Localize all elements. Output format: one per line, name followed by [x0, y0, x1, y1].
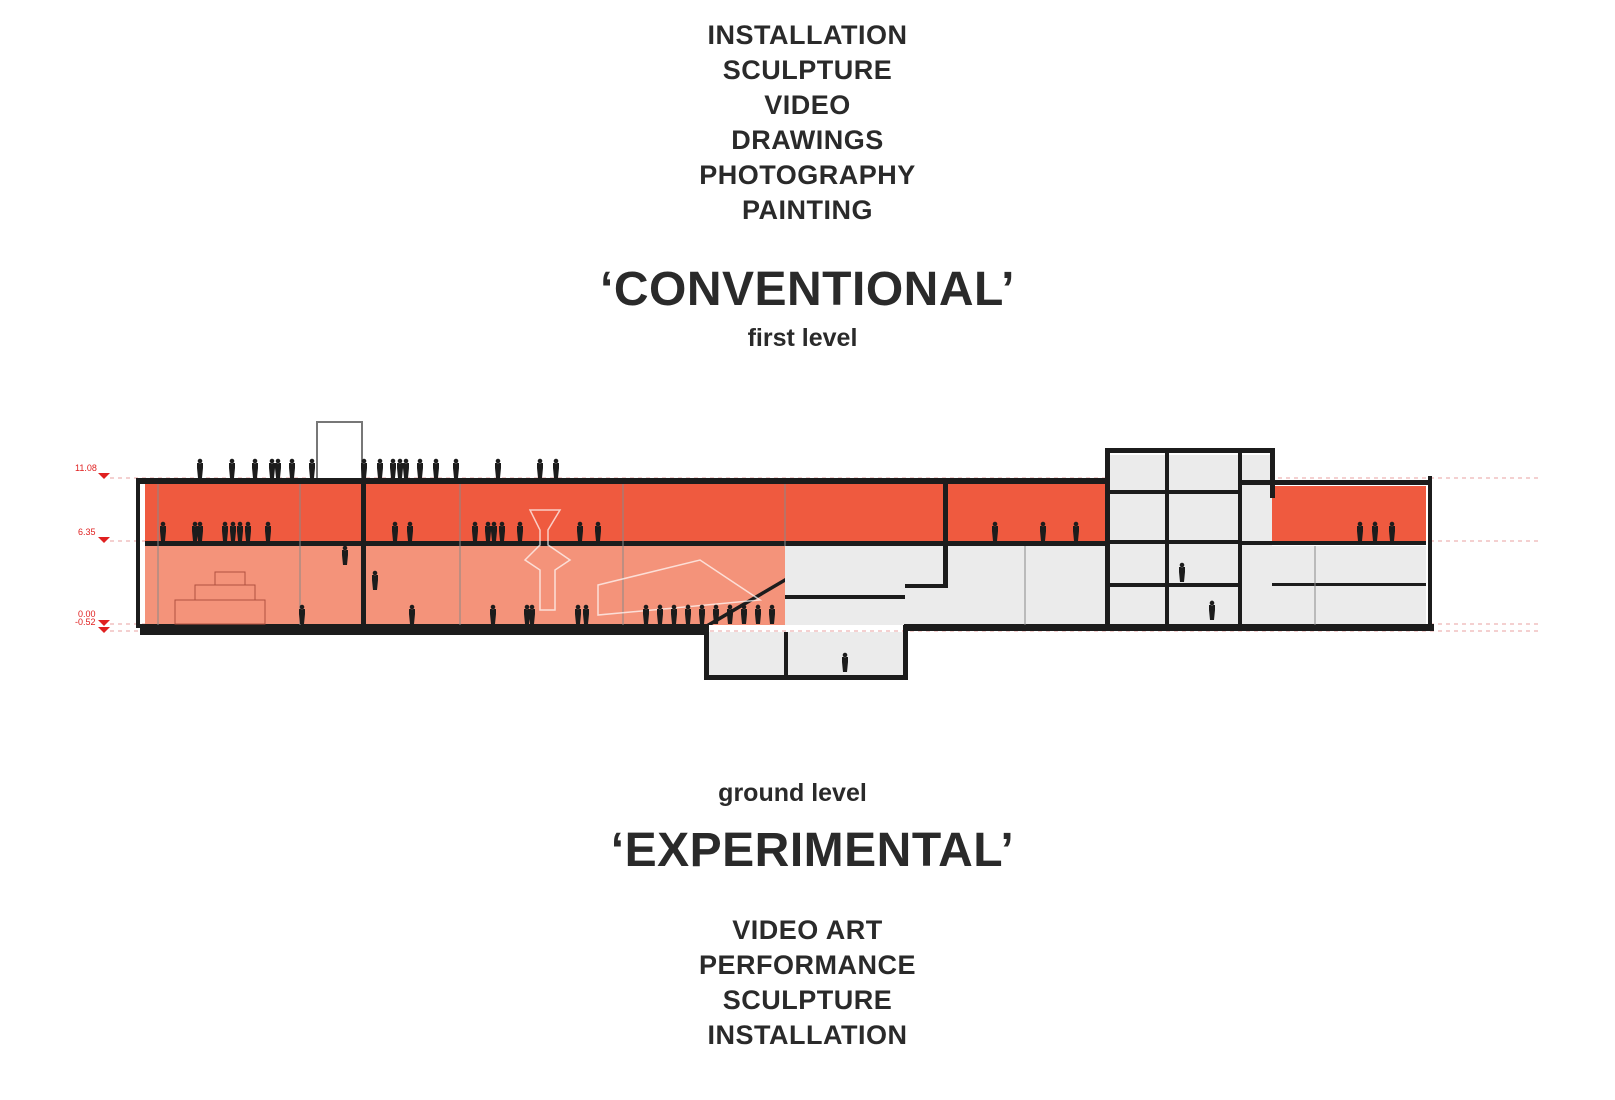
person-silhouette-icon — [1389, 521, 1395, 541]
person-silhouette-icon — [727, 604, 733, 624]
person-silhouette-icon — [309, 458, 315, 478]
person-silhouette-icon — [577, 521, 583, 541]
use-item: PHOTOGRAPHY — [699, 160, 916, 190]
person-silhouette-icon — [992, 521, 998, 541]
person-silhouette-icon — [417, 458, 423, 478]
basement — [708, 632, 904, 676]
person-silhouette-icon — [160, 521, 166, 541]
ground-level-label: ground level — [718, 779, 867, 807]
person-silhouette-icon — [524, 604, 530, 624]
conventional-title: ‘CONVENTIONAL’ — [599, 263, 1016, 316]
person-silhouette-icon — [403, 458, 409, 478]
sculpture-outline — [523, 509, 763, 616]
level-triangle-icon — [98, 620, 110, 626]
person-silhouette-icon — [1040, 521, 1046, 541]
person-silhouette-icon — [299, 604, 305, 624]
use-item: INSTALLATION — [707, 20, 908, 50]
person-silhouette-icon — [491, 521, 497, 541]
use-item: PAINTING — [742, 195, 873, 225]
level-marker-label: 6.35 — [78, 527, 96, 537]
person-silhouette-icon — [755, 604, 761, 624]
person-silhouette-icon — [265, 521, 271, 541]
person-silhouette-icon — [192, 521, 198, 541]
level-marker-label: -0.52 — [75, 617, 96, 627]
person-silhouette-icon — [237, 521, 243, 541]
person-silhouette-icon — [252, 458, 258, 478]
stacked-boxes — [174, 571, 266, 625]
person-silhouette-icon — [685, 604, 691, 624]
person-silhouette-icon — [529, 604, 535, 624]
person-silhouette-icon — [517, 521, 523, 541]
person-silhouette-icon — [1179, 562, 1185, 582]
use-item: PERFORMANCE — [698, 950, 916, 980]
person-silhouette-icon — [361, 458, 367, 478]
person-silhouette-icon — [537, 458, 543, 478]
use-item: SCULPTURE — [722, 985, 893, 1015]
person-silhouette-icon — [741, 604, 747, 624]
person-silhouette-icon — [372, 570, 378, 590]
person-silhouette-icon — [583, 604, 589, 624]
building-section-drawing: 11.08 6.35 0.00 -0.52 — [75, 421, 1540, 680]
person-silhouette-icon — [595, 521, 601, 541]
person-silhouette-icon — [575, 604, 581, 624]
level-triangle-icon — [98, 537, 110, 543]
person-silhouette-icon — [842, 652, 848, 672]
person-silhouette-icon — [453, 458, 459, 478]
person-silhouette-icon — [275, 458, 281, 478]
person-silhouette-icon — [342, 545, 348, 565]
level-markers: 11.08 6.35 0.00 -0.52 — [75, 463, 110, 633]
person-silhouette-icon — [713, 604, 719, 624]
person-silhouette-icon — [229, 458, 235, 478]
first-level-uses-list: INSTALLATION SCULPTURE VIDEO DRAWINGS PH… — [0, 18, 1615, 228]
level-triangle-icon — [98, 473, 110, 479]
people-silhouettes — [160, 458, 1395, 672]
person-silhouette-icon — [197, 521, 203, 541]
person-silhouette-icon — [289, 458, 295, 478]
person-silhouette-icon — [499, 521, 505, 541]
use-item: VIDEO — [764, 90, 851, 120]
person-silhouette-icon — [433, 458, 439, 478]
person-silhouette-icon — [657, 604, 663, 624]
person-silhouette-icon — [553, 458, 559, 478]
use-item: DRAWINGS — [731, 125, 884, 155]
person-silhouette-icon — [197, 458, 203, 478]
person-silhouette-icon — [769, 604, 775, 624]
columns — [157, 484, 1316, 625]
experimental-title: ‘EXPERIMENTAL’ — [610, 824, 1015, 877]
person-silhouette-icon — [1073, 521, 1079, 541]
person-silhouette-icon — [699, 604, 705, 624]
first-level-gallery — [145, 484, 945, 542]
level-triangle-icon — [98, 627, 110, 633]
first-level-gallery-east — [945, 484, 1107, 542]
person-silhouette-icon — [490, 604, 496, 624]
person-silhouette-icon — [1372, 521, 1378, 541]
use-item: INSTALLATION — [707, 1020, 908, 1050]
person-silhouette-icon — [390, 458, 396, 478]
person-silhouette-icon — [407, 521, 413, 541]
person-silhouette-icon — [472, 521, 478, 541]
person-silhouette-icon — [377, 458, 383, 478]
person-silhouette-icon — [392, 521, 398, 541]
person-silhouette-icon — [1209, 600, 1215, 620]
first-level-label: first level — [747, 324, 858, 352]
use-item: SCULPTURE — [722, 55, 893, 85]
ground-level-uses-list: VIDEO ART PERFORMANCE SCULPTURE INSTALLA… — [0, 913, 1615, 1053]
person-silhouette-icon — [397, 458, 403, 478]
level-marker-label: 0.00 — [78, 609, 96, 619]
person-silhouette-icon — [671, 604, 677, 624]
person-silhouette-icon — [495, 458, 501, 478]
person-silhouette-icon — [269, 458, 275, 478]
level-marker-label: 11.08 — [75, 463, 97, 473]
use-item: VIDEO ART — [732, 915, 883, 945]
roof-skylight — [316, 421, 363, 481]
person-silhouette-icon — [222, 521, 228, 541]
person-silhouette-icon — [230, 521, 236, 541]
person-silhouette-icon — [643, 604, 649, 624]
person-silhouette-icon — [1357, 521, 1363, 541]
person-silhouette-icon — [409, 604, 415, 624]
person-silhouette-icon — [245, 521, 251, 541]
person-silhouette-icon — [485, 521, 491, 541]
